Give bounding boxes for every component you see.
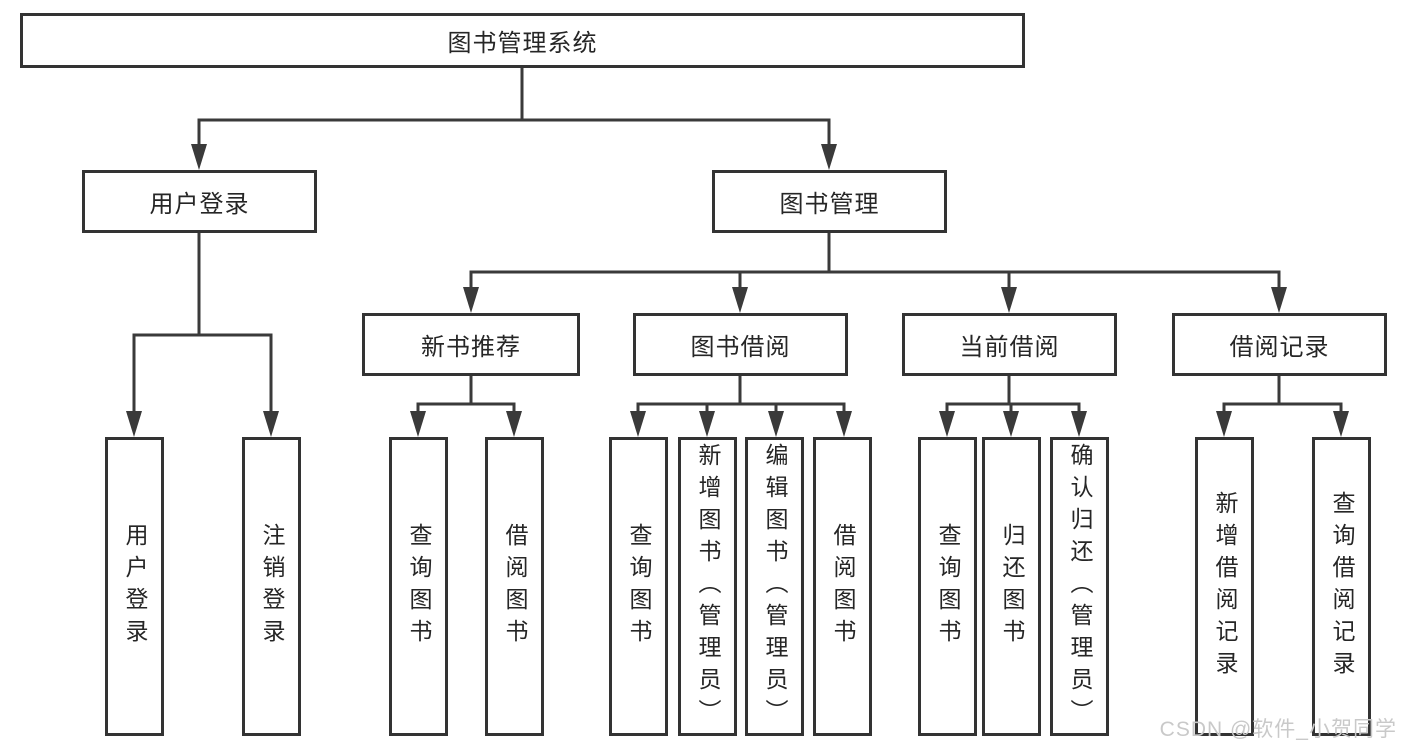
node-current-borrowing-label: 当前借阅 — [959, 334, 1060, 361]
watermark: CSDN @软件_小贺同学 — [1159, 718, 1397, 741]
node-book-borrowing: 图书借阅 — [633, 313, 848, 376]
arrowhead-icons — [126, 144, 1349, 437]
leaf-edit-book-admin-label: 编辑图书（管理员） — [762, 442, 788, 731]
connector-root-to-level2 — [197, 66, 831, 148]
leaf-query-books-current-label: 查询图书 — [935, 522, 961, 651]
leaf-add-book-admin-label: 新增图书（管理员） — [695, 442, 721, 731]
leaf-borrow-books-recommend: 借阅图书 — [485, 437, 544, 736]
node-user-login: 用户登录 — [82, 170, 317, 233]
leaf-add-borrow-record: 新增借阅记录 — [1195, 437, 1254, 736]
connector-user-login-to-leaves — [132, 231, 273, 415]
leaf-borrow-books-borrowing: 借阅图书 — [813, 437, 872, 736]
node-user-login-label: 用户登录 — [149, 191, 250, 218]
connector-new-book-recommendation-to-leaves — [416, 374, 516, 415]
node-root-system: 图书管理系统 — [20, 13, 1025, 68]
node-current-borrowing: 当前借阅 — [902, 313, 1117, 376]
leaf-edit-book-admin: 编辑图书（管理员） — [745, 437, 804, 736]
connector-borrowing-records-to-leaves — [1222, 374, 1343, 415]
leaf-query-books-current: 查询图书 — [918, 437, 977, 736]
leaf-add-borrow-record-label: 新增借阅记录 — [1212, 490, 1238, 683]
node-root-system-label: 图书管理系统 — [447, 30, 598, 57]
node-borrowing-records-label: 借阅记录 — [1229, 334, 1330, 361]
connector-current-borrowing-to-leaves — [945, 374, 1081, 415]
connector-book-borrowing-to-leaves — [636, 374, 846, 415]
leaf-confirm-return-admin-label: 确认归还（管理员） — [1067, 442, 1093, 731]
leaf-borrow-books-borrowing-label: 借阅图书 — [830, 522, 856, 651]
leaf-query-borrow-record: 查询借阅记录 — [1312, 437, 1371, 736]
leaf-logout-label: 注销登录 — [259, 522, 285, 651]
node-new-book-recommendation: 新书推荐 — [362, 313, 580, 376]
leaf-user-login-label: 用户登录 — [122, 522, 148, 651]
leaf-borrow-books-recommend-label: 借阅图书 — [502, 522, 528, 651]
node-book-borrowing-label: 图书借阅 — [690, 334, 791, 361]
connector-book-management-to-level3 — [469, 231, 1281, 291]
leaf-confirm-return-admin: 确认归还（管理员） — [1050, 437, 1109, 736]
node-book-management: 图书管理 — [712, 170, 947, 233]
leaf-query-borrow-record-label: 查询借阅记录 — [1329, 490, 1355, 683]
leaf-return-books: 归还图书 — [982, 437, 1041, 736]
leaf-query-books-borrowing-label: 查询图书 — [626, 522, 652, 651]
leaf-query-books-borrowing: 查询图书 — [609, 437, 668, 736]
node-borrowing-records: 借阅记录 — [1172, 313, 1387, 376]
node-new-book-recommendation-label: 新书推荐 — [421, 334, 521, 361]
leaf-query-books-recommend-label: 查询图书 — [406, 522, 432, 651]
leaf-query-books-recommend: 查询图书 — [389, 437, 448, 736]
leaf-add-book-admin: 新增图书（管理员） — [678, 437, 737, 736]
leaf-user-login: 用户登录 — [105, 437, 164, 736]
leaf-return-books-label: 归还图书 — [999, 522, 1025, 651]
node-book-management-label: 图书管理 — [779, 191, 880, 218]
leaf-logout: 注销登录 — [242, 437, 301, 736]
